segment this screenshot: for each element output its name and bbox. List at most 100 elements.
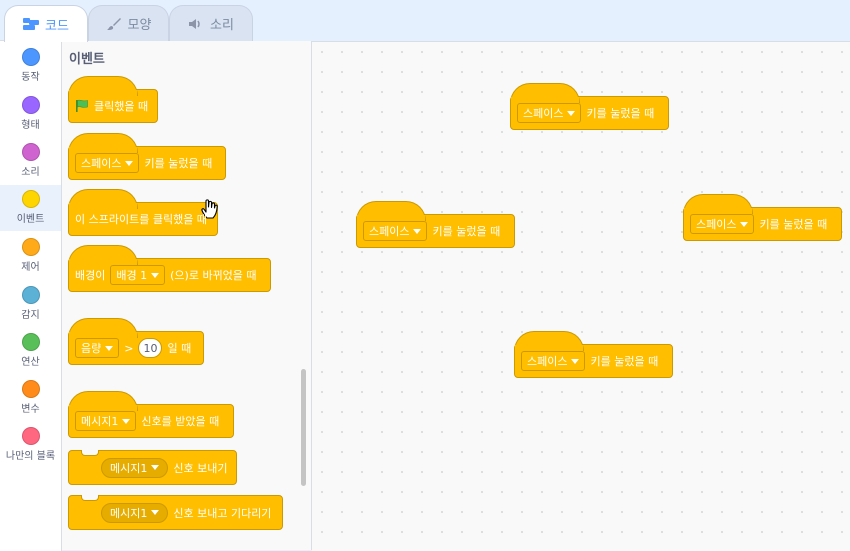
tab-costumes[interactable]: 모양 (88, 5, 169, 41)
key-dropdown[interactable]: 스페이스 (75, 153, 140, 173)
category-control[interactable]: 제어 (0, 233, 61, 279)
category-dot-icon (21, 238, 40, 256)
dropdown-caret-icon (151, 510, 160, 515)
category-label: 감지 (21, 310, 40, 321)
dropdown-value: 스페이스 (369, 225, 410, 238)
backdrop-dropdown[interactable]: 배경 1 (110, 265, 166, 285)
tab-code-label: 코드 (45, 18, 69, 34)
block-text: 키를 눌렀을 때 (759, 218, 828, 231)
when-i-receive-block[interactable]: 메시지1 신호를 받았을 때 (68, 391, 234, 438)
block-text: 신호 보내기 (173, 461, 228, 475)
category-dot-icon (21, 427, 40, 445)
dropdown-value: 메시지1 (110, 506, 148, 520)
key-dropdown[interactable]: 스페이스 (517, 103, 582, 123)
category-motion[interactable]: 동작 (0, 43, 61, 89)
message-dropdown[interactable]: 메시지1 (101, 502, 169, 523)
tab-sounds-label: 소리 (210, 18, 234, 33)
hat-fill (511, 97, 579, 103)
operator-text: > (124, 341, 134, 355)
when-loudness-block[interactable]: 음량 > 10 일 때 (68, 318, 204, 365)
category-looks[interactable]: 형태 (0, 91, 61, 137)
workspace-key-pressed-block[interactable]: 스페이스 키를 눌렀을 때 (356, 201, 515, 248)
hat-fill (69, 203, 137, 209)
category-dot-icon (21, 380, 40, 398)
when-backdrop-switches-block[interactable]: 배경이 배경 1 (으)로 바뀌었을 때 (68, 245, 271, 292)
message-dropdown[interactable]: 메시지1 (101, 457, 169, 478)
message-dropdown[interactable]: 메시지1 (75, 411, 137, 431)
tab-code[interactable]: 코드 (4, 5, 88, 42)
block-text: 일 때 (167, 342, 192, 355)
sensor-dropdown[interactable]: 음량 (75, 338, 120, 358)
category-events[interactable]: 이벤트 (0, 185, 61, 231)
dropdown-caret-icon (740, 221, 749, 227)
key-dropdown[interactable]: 스페이스 (363, 221, 428, 241)
loudness-value-input[interactable]: 10 (138, 338, 163, 358)
category-label: 연산 (21, 357, 40, 368)
category-label: 이벤트 (16, 214, 45, 225)
block-text: 배경이 (75, 269, 106, 282)
workspace-key-pressed-block[interactable]: 스페이스 키를 눌렀을 때 (514, 331, 673, 378)
category-sensing[interactable]: 감지 (0, 281, 61, 327)
hat-fill (69, 332, 137, 338)
dropdown-value: 메시지1 (81, 415, 119, 428)
dropdown-caret-icon (105, 345, 114, 351)
hat-fill (69, 147, 137, 153)
hat-fill (515, 345, 583, 351)
category-dot-icon (21, 96, 40, 114)
category-dot-icon (21, 143, 40, 161)
dropdown-value: 스페이스 (81, 157, 122, 170)
script-workspace[interactable]: 스페이스 키를 눌렀을 때 스페이스 키를 눌렀을 때 스페이스 키를 눌렀을 … (312, 41, 850, 551)
dropdown-value: 배경 1 (116, 269, 148, 282)
code-icon (23, 18, 40, 30)
dropdown-caret-icon (125, 160, 134, 166)
hat-fill (357, 215, 425, 221)
dropdown-caret-icon (413, 228, 422, 234)
category-sound[interactable]: 소리 (0, 138, 61, 184)
when-flag-clicked-block[interactable]: 클릭했을 때 (68, 76, 158, 123)
block-text: (으)로 바뀌었을 때 (170, 269, 257, 282)
block-text: 신호 보내고 기다리기 (173, 506, 272, 520)
workspace-key-pressed-block[interactable]: 스페이스 키를 눌렀을 때 (510, 83, 669, 130)
block-text: 키를 눌렀을 때 (590, 355, 659, 368)
key-dropdown[interactable]: 스페이스 (690, 214, 755, 234)
palette-scrollbar[interactable] (301, 369, 306, 486)
broadcast-and-wait-block[interactable]: 메시지1 신호 보내고 기다리기 (68, 495, 283, 530)
category-variables[interactable]: 변수 (0, 375, 61, 421)
when-key-pressed-block[interactable]: 스페이스 키를 눌렀을 때 (68, 133, 226, 180)
category-operators[interactable]: 연산 (0, 328, 61, 374)
workspace-key-pressed-block[interactable]: 스페이스 키를 눌렀을 때 (683, 194, 842, 241)
hat-fill (69, 90, 137, 96)
category-my-blocks[interactable]: 나만의 블록 (0, 422, 61, 468)
hand-cursor-icon (201, 199, 218, 219)
costume-brush-icon (106, 17, 121, 30)
category-menu: 동작 형태 소리 이벤트 제어 감지 연산 변수 나만의 블록 (0, 40, 62, 551)
category-label: 소리 (21, 167, 40, 178)
key-dropdown[interactable]: 스페이스 (521, 351, 586, 371)
category-label: 변수 (21, 404, 40, 415)
green-flag-icon (76, 99, 88, 112)
dropdown-value: 스페이스 (696, 218, 737, 231)
category-dot-icon (21, 190, 40, 208)
block-text: 키를 눌렀을 때 (432, 225, 501, 238)
category-label: 나만의 블록 (5, 451, 56, 462)
dropdown-value: 스페이스 (527, 355, 568, 368)
broadcast-block[interactable]: 메시지1 신호 보내기 (68, 450, 237, 485)
block-text: 키를 눌렀을 때 (586, 107, 655, 120)
dropdown-caret-icon (151, 465, 160, 470)
tab-sounds[interactable]: 소리 (169, 5, 253, 41)
block-text: 신호를 받았을 때 (141, 415, 220, 428)
block-palette: 이벤트 클릭했을 때 스페이스 키를 눌렀을 때 이 스프라이트를 클릭했 (62, 41, 312, 550)
palette-section-title: 이벤트 (69, 52, 105, 67)
category-dot-icon (21, 333, 40, 351)
block-text: 이 스프라이트를 클릭했을 때 (75, 213, 207, 226)
category-dot-icon (21, 286, 40, 304)
editor-tab-bar: 코드 모양 소리 (0, 0, 850, 42)
hat-fill (684, 208, 752, 214)
tab-costumes-label: 모양 (127, 18, 152, 33)
dropdown-caret-icon (122, 418, 131, 424)
speaker-icon (189, 18, 200, 29)
category-dot-icon (21, 48, 40, 66)
hat-fill (69, 405, 137, 411)
when-sprite-clicked-block[interactable]: 이 스프라이트를 클릭했을 때 (68, 189, 218, 236)
dropdown-caret-icon (567, 110, 576, 116)
